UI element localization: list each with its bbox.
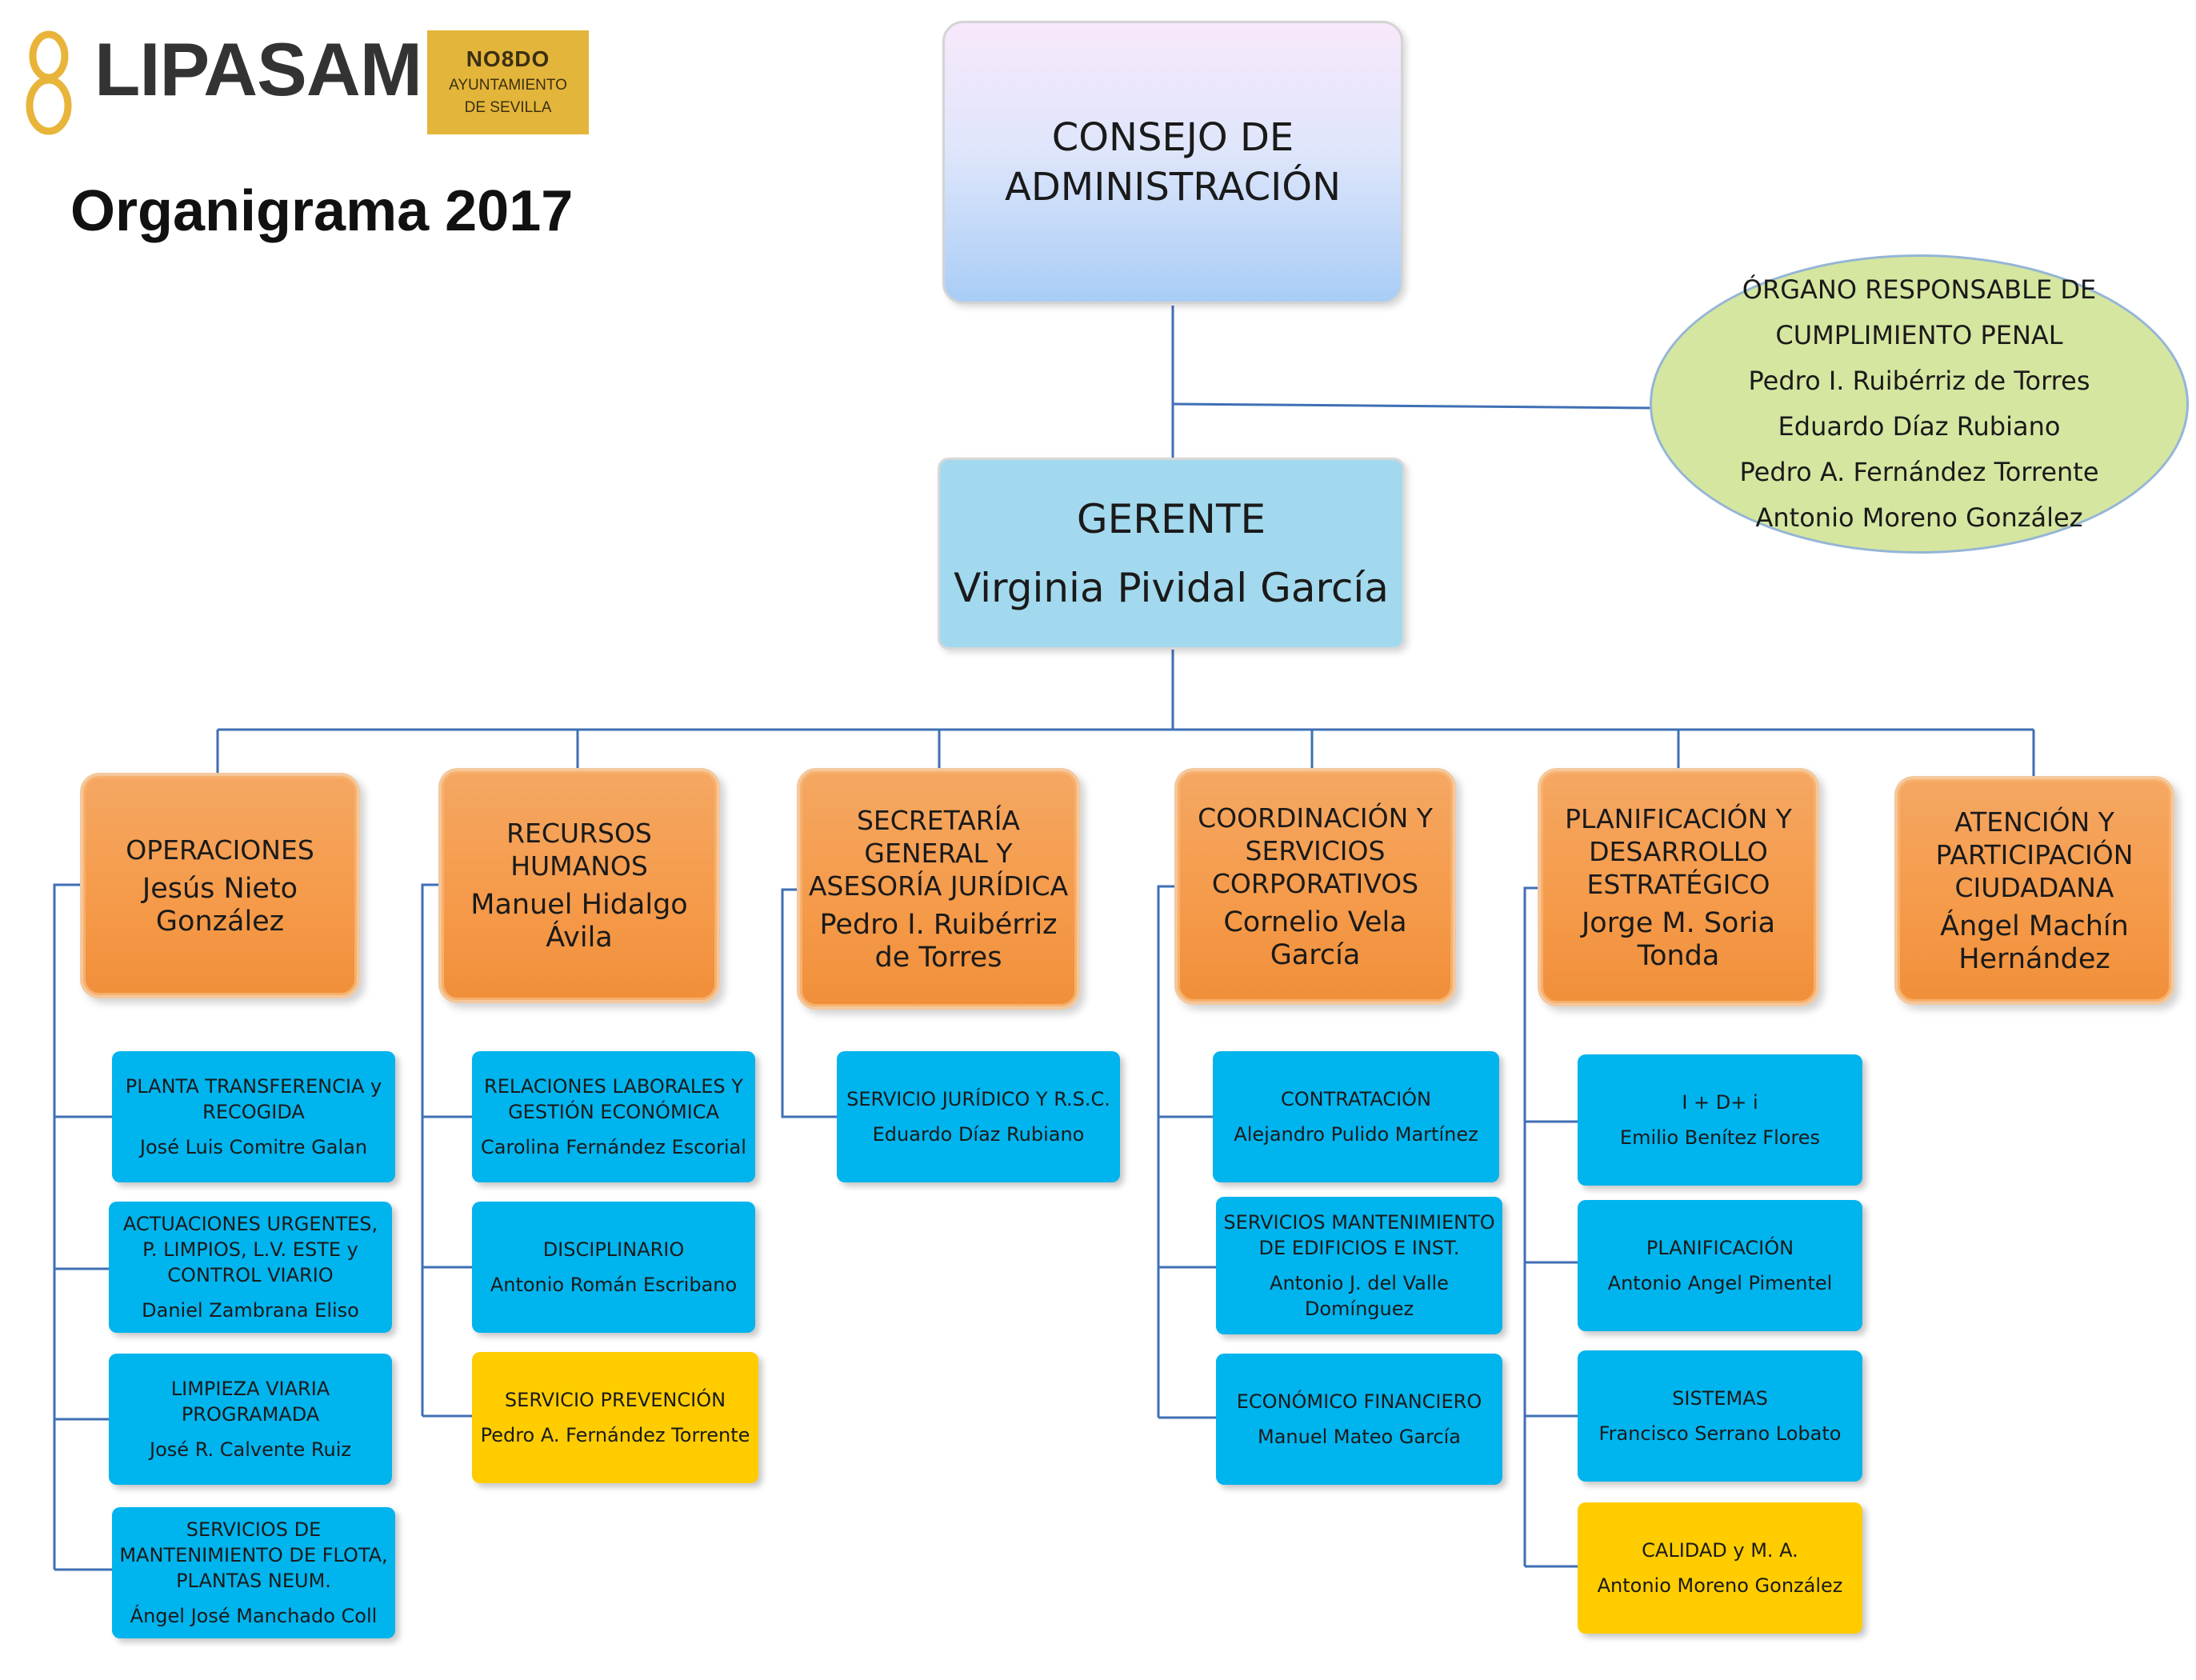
- unit-person: Antonio Moreno González: [1597, 1574, 1843, 1597]
- unit-person: Ángel José Manchado Coll: [130, 1605, 378, 1627]
- unit-mantenimiento-edificios: SERVICIOS MANTENIMIENTO DE EDIFICIOS E I…: [1216, 1197, 1502, 1334]
- unit-person: José Luis Comitre Galan: [139, 1136, 368, 1158]
- unit-title: CALIDAD y M. A.: [1642, 1539, 1798, 1562]
- unit-person: Carolina Fernández Escorial: [481, 1136, 746, 1158]
- compliance-member: Pedro A. Fernández Torrente: [1739, 457, 2099, 487]
- compliance-member: Antonio Moreno González: [1755, 502, 2083, 533]
- nodo-line1: AYUNTAMIENTO: [449, 77, 567, 94]
- unit-title: SISTEMAS: [1672, 1387, 1768, 1410]
- unit-title: RELACIONES LABORALES Y GESTIÓN ECONÓMICA: [484, 1075, 743, 1123]
- unit-economico-financiero: ECONÓMICO FINANCIERO Manuel Mateo García: [1216, 1354, 1502, 1485]
- dept-rrhh: RECURSOS HUMANOS Manuel Hidalgo Ávila: [438, 768, 720, 1003]
- unit-title: ACTUACIONES URGENTES, P. LIMPIOS, L.V. E…: [122, 1213, 378, 1286]
- unit-title: PLANIFICACIÓN: [1646, 1237, 1794, 1259]
- unit-title: SERVICIOS MANTENIMIENTO DE EDIFICIOS E I…: [1223, 1211, 1495, 1259]
- unit-title: PLANTA TRANSFERENCIA y RECOGIDA: [125, 1075, 382, 1123]
- unit-person: Antonio Angel Pimentel: [1607, 1272, 1833, 1294]
- unit-actuaciones-urgentes: ACTUACIONES URGENTES, P. LIMPIOS, L.V. E…: [109, 1202, 392, 1333]
- unit-planta-transferencia: PLANTA TRANSFERENCIA y RECOGIDA José Lui…: [112, 1051, 395, 1182]
- dept-title: COORDINACIÓN Y SERVICIOS CORPORATIVOS: [1198, 802, 1433, 899]
- unit-person: Eduardo Díaz Rubiano: [872, 1123, 1085, 1146]
- dept-coordinacion: COORDINACIÓN Y SERVICIOS CORPORATIVOS Co…: [1174, 768, 1456, 1005]
- unit-person: Pedro A. Fernández Torrente: [480, 1424, 750, 1446]
- nodo-line2: DE SEVILLA: [464, 99, 552, 116]
- compliance-ellipse: ÓRGANO RESPONSABLE DE CUMPLIMIENTO PENAL…: [1650, 254, 2189, 554]
- spine-rrhh: [421, 883, 443, 1416]
- unit-servicio-prevencion: SERVICIO PREVENCIÓN Pedro A. Fernández T…: [472, 1352, 758, 1483]
- brand-name: LIPASAM: [94, 27, 422, 111]
- unit-person: Manuel Mateo García: [1257, 1426, 1461, 1448]
- unit-title: ECONÓMICO FINANCIERO: [1236, 1390, 1482, 1413]
- unit-idi: I + D+ i Emilio Benítez Flores: [1578, 1054, 1862, 1186]
- unit-person: Antonio Román Escribano: [490, 1274, 738, 1296]
- dept-operaciones: OPERACIONES Jesús Nieto González: [80, 773, 360, 998]
- unit-title: I + D+ i: [1682, 1091, 1758, 1114]
- ayuntamiento-badge: NO8DO AYUNTAMIENTO DE SEVILLA: [427, 30, 589, 134]
- unit-person: Emilio Benítez Flores: [1619, 1126, 1821, 1149]
- unit-title: SERVICIO PREVENCIÓN: [504, 1389, 726, 1411]
- unit-person: Alejandro Pulido Martínez: [1234, 1123, 1478, 1146]
- unit-title: LIMPIEZA VIARIA PROGRAMADA: [170, 1378, 330, 1426]
- dept-head: Ángel Machín Hernández: [1940, 910, 2129, 975]
- dept-title: PLANIFICACIÓN Y DESARROLLO ESTRATÉGICO: [1565, 802, 1792, 900]
- spine-secretaria: [781, 888, 837, 1118]
- consejo-line1: CONSEJO DE: [1051, 115, 1294, 160]
- dept-title: OPERACIONES: [126, 834, 314, 866]
- unit-limpieza-viaria: LIMPIEZA VIARIA PROGRAMADA José R. Calve…: [109, 1354, 392, 1485]
- unit-person: Francisco Serrano Lobato: [1598, 1422, 1842, 1445]
- unit-title: DISCIPLINARIO: [542, 1238, 685, 1261]
- dept-head: Jorge M. Soria Tonda: [1581, 906, 1776, 972]
- dept-head: Jesús Nieto González: [142, 872, 298, 938]
- unit-planificacion: PLANIFICACIÓN Antonio Angel Pimentel: [1578, 1200, 1862, 1331]
- unit-disciplinario: DISCIPLINARIO Antonio Román Escribano: [472, 1202, 755, 1333]
- unit-servicio-juridico: SERVICIO JURÍDICO Y R.S.C. Eduardo Díaz …: [837, 1051, 1120, 1182]
- unit-relaciones-laborales: RELACIONES LABORALES Y GESTIÓN ECONÓMICA…: [472, 1051, 755, 1182]
- dept-secretaria: SECRETARÍA GENERAL Y ASESORÍA JURÍDICA P…: [797, 768, 1080, 1010]
- unit-title: SERVICIO JURÍDICO Y R.S.C.: [846, 1088, 1110, 1110]
- unit-mantenimiento-flota: SERVICIOS DE MANTENIMIENTO DE FLOTA, PLA…: [112, 1507, 395, 1638]
- gerente-name: Virginia Pividal García: [954, 565, 1389, 611]
- dept-planificacion: PLANIFICACIÓN Y DESARROLLO ESTRATÉGICO J…: [1538, 768, 1819, 1006]
- compliance-line1: ÓRGANO RESPONSABLE DE: [1742, 274, 2097, 305]
- unit-person: Antonio J. del Valle Domínguez: [1270, 1272, 1449, 1320]
- spine-operaciones: [53, 883, 83, 1570]
- unit-calidad: CALIDAD y M. A. Antonio Moreno González: [1578, 1502, 1862, 1634]
- dept-title: SECRETARÍA GENERAL Y ASESORÍA JURÍDICA: [808, 804, 1069, 902]
- compliance-member: Eduardo Díaz Rubiano: [1778, 411, 2061, 442]
- dept-head: Cornelio Vela García: [1223, 906, 1407, 971]
- dept-head: Pedro I. Ruibérriz de Torres: [819, 908, 1058, 974]
- unit-title: SERVICIOS DE MANTENIMIENTO DE FLOTA, PLA…: [119, 1518, 388, 1592]
- consejo-line2: ADMINISTRACIÓN: [1005, 165, 1341, 210]
- dept-head: Manuel Hidalgo Ávila: [470, 889, 688, 954]
- unit-person: José R. Calvente Ruiz: [150, 1438, 351, 1461]
- unit-title: CONTRATACIÓN: [1281, 1088, 1431, 1110]
- gerente-box: GERENTE Virginia Pividal García: [938, 458, 1405, 650]
- dept-atencion: ATENCIÓN Y PARTICIPACIÓN CIUDADANA Ángel…: [1894, 776, 2174, 1005]
- unit-sistemas: SISTEMAS Francisco Serrano Lobato: [1578, 1350, 1862, 1482]
- unit-contratacion: CONTRATACIÓN Alejandro Pulido Martínez: [1213, 1051, 1499, 1182]
- compliance-line: [1172, 402, 1654, 410]
- dept-title: ATENCIÓN Y PARTICIPACIÓN CIUDADANA: [1935, 806, 2134, 903]
- page-title: Organigrama 2017: [70, 179, 574, 243]
- consejo-box: CONSEJO DE ADMINISTRACIÓN: [942, 21, 1403, 304]
- unit-person: Daniel Zambrana Eliso: [142, 1299, 359, 1322]
- nodo-mark: NO8DO: [466, 46, 550, 71]
- lipasam-logo-icon: [26, 30, 72, 135]
- dept-title: RECURSOS HUMANOS: [506, 818, 652, 882]
- compliance-member: Pedro I. Ruibérriz de Torres: [1748, 366, 2090, 396]
- compliance-line2: CUMPLIMIENTO PENAL: [1775, 320, 2063, 350]
- gerente-title: GERENTE: [1076, 496, 1266, 542]
- spine-coordinacion: [1157, 885, 1179, 1418]
